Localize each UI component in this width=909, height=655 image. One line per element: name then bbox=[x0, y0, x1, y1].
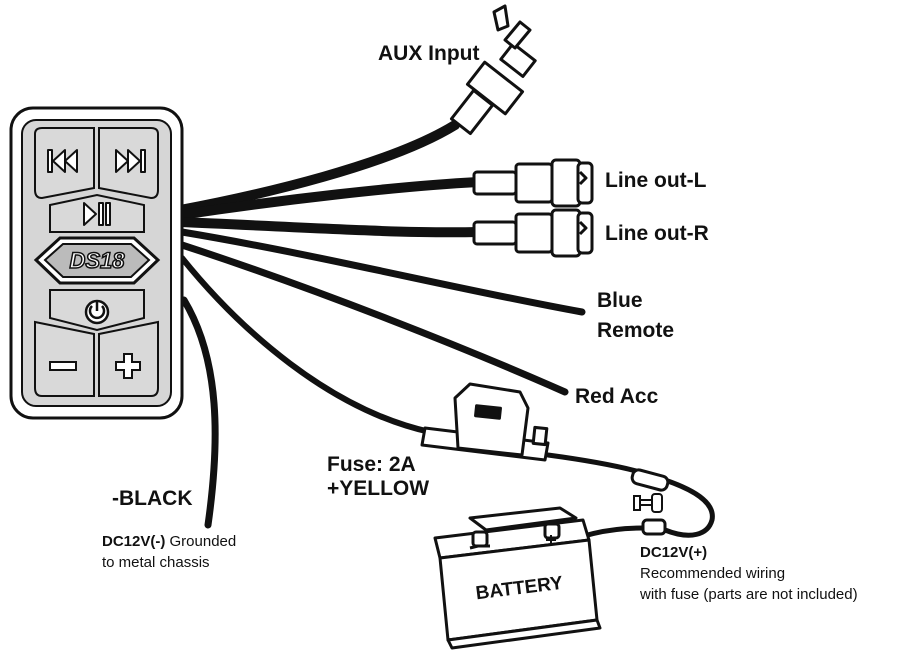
battery bbox=[433, 506, 602, 650]
line-out-r-label: Line out-R bbox=[605, 222, 709, 245]
ground-note-line1: DC12V(-) Grounded bbox=[102, 532, 236, 551]
yellow-wire bbox=[179, 255, 433, 435]
fuse-label-1: Fuse: 2A bbox=[327, 453, 416, 476]
fuse-to-battery-wire bbox=[545, 452, 715, 538]
line-out-l-cable bbox=[175, 177, 483, 220]
rca-plug-l bbox=[472, 158, 594, 208]
volume-up-icon bbox=[115, 353, 141, 379]
inline-connector bbox=[630, 468, 670, 536]
line-out-r-cable bbox=[175, 217, 483, 238]
power-icon bbox=[84, 299, 110, 325]
aux-plug bbox=[449, 4, 537, 136]
rca-plug-r bbox=[472, 208, 594, 258]
blue-remote-label-2: Remote bbox=[597, 319, 675, 342]
positive-note-line1: DC12V(+) bbox=[640, 543, 707, 562]
control-panel bbox=[9, 106, 184, 420]
ground-note-line2: to metal chassis bbox=[102, 554, 210, 571]
next-track-icon bbox=[115, 149, 146, 173]
fuse-holder bbox=[420, 382, 550, 462]
ground-note-bold: DC12V(-) bbox=[102, 533, 166, 550]
positive-note-line2: Recommended wiring bbox=[640, 565, 786, 582]
device-logo: DS18 bbox=[69, 248, 125, 273]
positive-note-bold: DC12V(+) bbox=[640, 544, 708, 561]
line-out-l-label: Line out-L bbox=[605, 169, 707, 192]
volume-down-icon bbox=[49, 361, 77, 371]
aux-cable bbox=[175, 120, 460, 215]
blue-remote-label-1: Blue bbox=[597, 289, 643, 312]
blue-remote-wire bbox=[178, 228, 586, 316]
aux-input-label: AUX Input bbox=[378, 42, 480, 65]
positive-note-line3: with fuse (parts are not included) bbox=[640, 586, 858, 603]
red-acc-wire bbox=[178, 241, 569, 396]
fuse-label-2: +YELLOW bbox=[327, 477, 430, 500]
red-acc-label: Red Acc bbox=[575, 385, 659, 408]
ground-note-rest: Grounded bbox=[165, 533, 237, 550]
play-pause-icon bbox=[83, 202, 111, 226]
previous-track-icon bbox=[47, 149, 78, 173]
black-label: -BLACK bbox=[112, 487, 193, 510]
black-wire bbox=[180, 296, 219, 529]
